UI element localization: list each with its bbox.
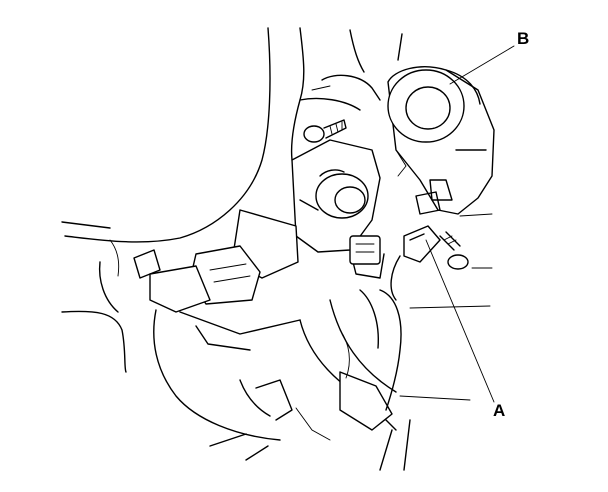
ignition-switch-body <box>289 139 385 279</box>
dashboard-panel-outline <box>61 27 271 373</box>
reference-lines <box>399 213 493 401</box>
wiring-harness-left <box>133 209 301 351</box>
small-screw <box>439 231 469 270</box>
lower-column-shaft <box>299 289 411 471</box>
callout-label-b: B <box>517 29 530 48</box>
lower-column-cover <box>153 309 331 461</box>
callout-b-leader <box>449 45 515 85</box>
callout-a-leader <box>425 239 495 403</box>
mounting-screw <box>303 119 347 143</box>
callout-label-a: A <box>493 401 506 420</box>
key-cylinder-part-b <box>387 66 495 215</box>
bracket-part-a <box>390 225 441 301</box>
column-housing <box>290 27 403 161</box>
